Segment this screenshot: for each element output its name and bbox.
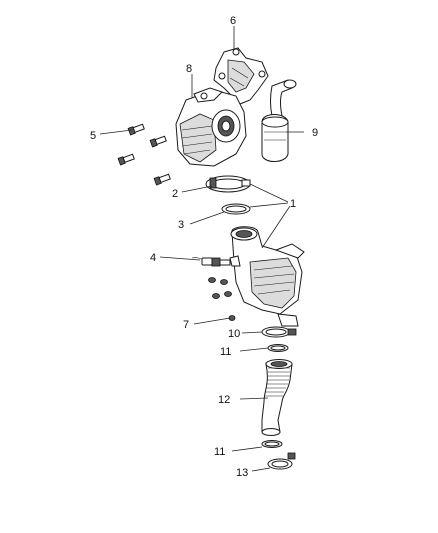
part-8-turbo-housing xyxy=(175,87,247,167)
part-5-bolts xyxy=(117,123,171,186)
part-11-gasket-lower xyxy=(261,440,283,448)
callout-13: 13 xyxy=(236,467,248,479)
callout-6: 6 xyxy=(230,15,236,27)
part-2-clamp xyxy=(205,175,251,193)
callout-3: 3 xyxy=(178,219,184,231)
callout-1: 1 xyxy=(290,198,296,210)
callout-12: 12 xyxy=(218,394,230,406)
callout-7: 7 xyxy=(183,319,189,331)
callout-5: 5 xyxy=(90,130,96,142)
callout-4: 4 xyxy=(150,252,156,264)
callout-8: 8 xyxy=(186,63,192,75)
nuts-group xyxy=(208,277,232,299)
callout-11-lower: 11 xyxy=(214,446,225,458)
callout-9: 9 xyxy=(312,127,318,139)
part-1-catalytic-converter xyxy=(230,226,305,327)
part-10-clamp xyxy=(261,326,297,338)
part-11-gasket-upper xyxy=(267,344,289,352)
part-3-gasket xyxy=(221,203,251,215)
part-12-flex-pipe xyxy=(261,359,293,436)
part-13-clamp xyxy=(267,452,296,470)
callout-2: 2 xyxy=(172,188,178,200)
callout-11-upper: 11 xyxy=(220,346,231,358)
part-6-bracket xyxy=(213,47,269,105)
callout-labels: 6 8 5 9 2 1 3 4 7 10 11 12 11 13 xyxy=(90,15,318,479)
part-9-inlet-pipe xyxy=(261,79,297,162)
callout-10: 10 xyxy=(228,328,240,340)
part-4-oxygen-sensor xyxy=(191,255,241,267)
leader-lines xyxy=(99,26,304,472)
